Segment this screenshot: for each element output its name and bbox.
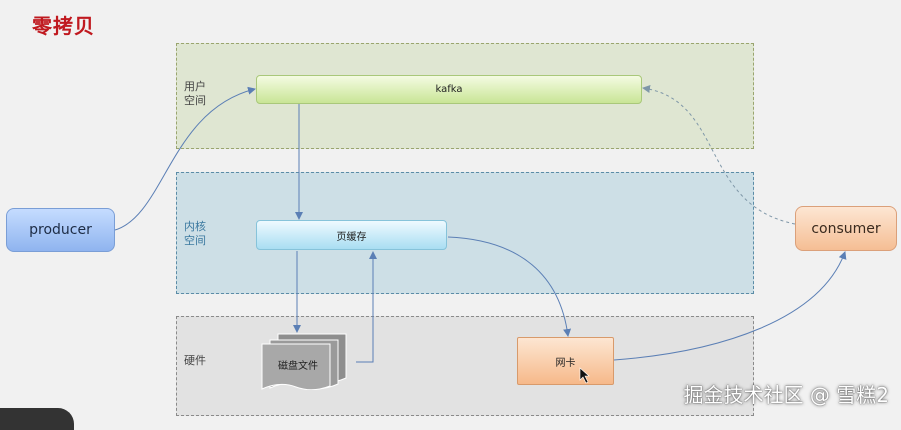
- pagecache-to-nic-arrow: [447, 236, 572, 337]
- user-space-label: 用户空间: [184, 80, 206, 107]
- nic-node: 网卡: [517, 337, 614, 385]
- corner-overlay: [0, 408, 74, 430]
- cursor-icon: [579, 367, 590, 384]
- nic-label: 网卡: [555, 357, 576, 369]
- disk-file-icon: [261, 333, 347, 391]
- page-title: 零拷贝: [32, 14, 95, 38]
- consumer-to-kafka-dashed-arrow: [642, 85, 796, 225]
- arrows-layer: [114, 85, 847, 384]
- nic-to-consumer-arrow: [613, 251, 847, 361]
- consumer-node: consumer: [795, 206, 897, 251]
- hardware-label: 硬件: [184, 354, 206, 367]
- producer-to-kafka-arrow: [114, 86, 256, 231]
- disk-file-label: 磁盘文件: [278, 361, 318, 372]
- kafka-node: kafka: [256, 75, 642, 104]
- disk-file-stack: [256, 330, 356, 391]
- kernel-space-label: 内核空间: [184, 220, 206, 247]
- page-cache-node: 页缓存: [256, 220, 447, 250]
- producer-node: producer: [6, 208, 115, 252]
- watermark: 掘金技术社区 @ 雪糕2: [683, 383, 889, 407]
- disk-to-pagecache-arrow: [356, 251, 377, 363]
